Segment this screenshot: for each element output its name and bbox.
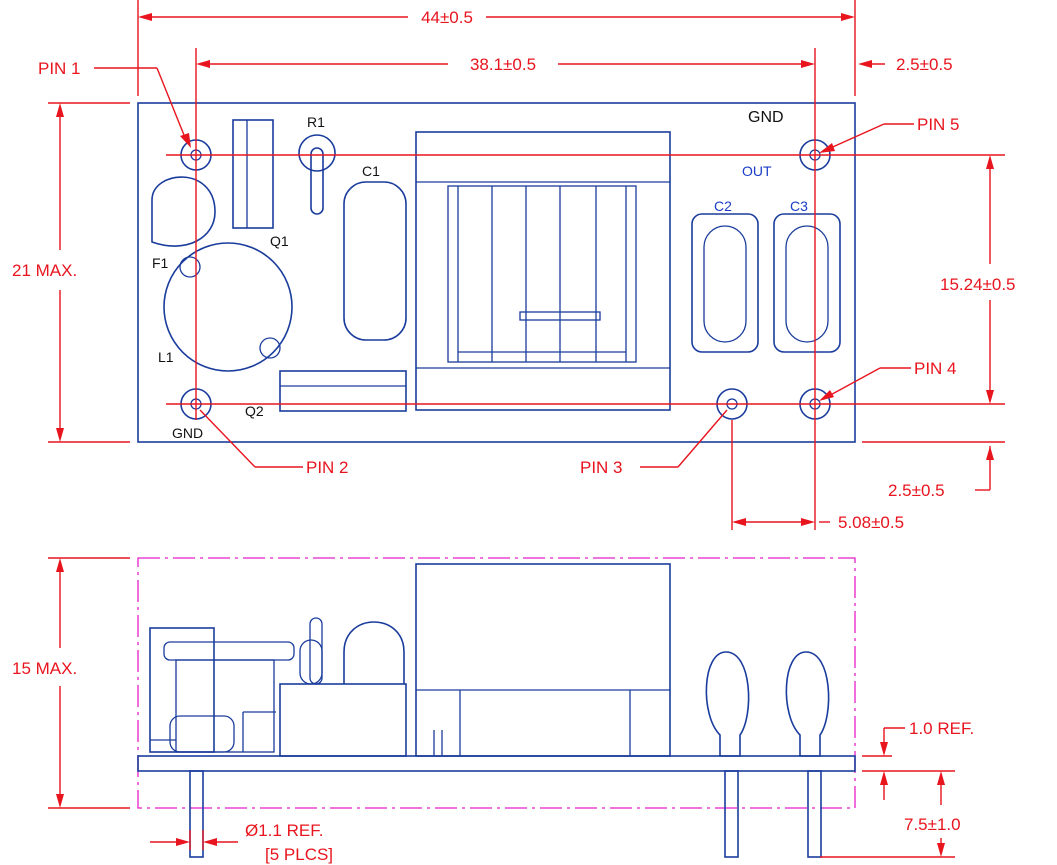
pin-2-label: PIN 2 — [306, 458, 349, 477]
dim-pin-diameter: Ø1.1 REF. — [245, 821, 323, 840]
f1-component — [151, 176, 216, 247]
q1-component — [232, 119, 274, 229]
c2-side — [705, 651, 750, 757]
dim-pin-pitch: 5.08±0.5 — [838, 513, 904, 532]
c3-side — [785, 651, 830, 757]
pin-2-leader: PIN 2 — [199, 409, 349, 477]
top-view: GND GND OUT R1 C1 C2 C3 Q1 Q2 F1 L1 — [137, 48, 1005, 443]
pin-leg-4 — [807, 770, 822, 858]
pin-leg-3 — [724, 770, 739, 858]
dim-pin-count-note: [5 PLCS] — [265, 845, 333, 864]
c1-component — [343, 181, 407, 341]
f1-label: F1 — [152, 255, 169, 271]
pin-leg-2 — [189, 770, 204, 858]
r1-label: R1 — [307, 114, 325, 130]
q2-label: Q2 — [245, 403, 264, 419]
pin-4-leader: PIN 4 — [819, 359, 957, 401]
q2-side — [279, 617, 407, 757]
pin-3-label: PIN 3 — [580, 458, 623, 477]
pin-1-label: PIN 1 — [38, 59, 81, 78]
dim-overall-length: 44±0.5 — [421, 8, 473, 27]
pin-3-leader: PIN 3 — [580, 409, 728, 477]
dim-pin-length: 7.5±1.0 — [904, 815, 961, 834]
transformer-side — [415, 563, 671, 757]
dim-right-edge-offset: 2.5±0.5 — [896, 55, 953, 74]
l1-component — [163, 242, 293, 372]
pcb-side — [137, 755, 856, 772]
l1-side — [149, 627, 295, 753]
gnd-bottom-label: GND — [172, 425, 203, 441]
dim-pin-span: 38.1±0.5 — [470, 55, 536, 74]
pin-1-leader: PIN 1 — [38, 59, 191, 148]
top-dimensions: 44±0.5 38.1±0.5 2.5±0.5 21 MAX. 15.24±0.… — [12, 0, 1016, 532]
transformer-component — [415, 131, 671, 411]
dim-board-thickness: 1.0 REF. — [909, 719, 974, 738]
r1-component — [298, 134, 336, 215]
c3-label: C3 — [790, 198, 808, 214]
out-label: OUT — [742, 163, 772, 179]
dim-bottom-edge-offset: 2.5±0.5 — [888, 481, 945, 500]
l1-label: L1 — [158, 349, 174, 365]
pcb-outline-top — [137, 102, 856, 443]
pin-5-label: PIN 5 — [917, 115, 960, 134]
c3-component — [773, 213, 841, 353]
pin-5-leader: PIN 5 — [819, 115, 960, 153]
q1-label: Q1 — [270, 233, 289, 249]
c2-component — [691, 213, 759, 353]
height-envelope — [137, 557, 856, 809]
dim-max-width: 21 MAX. — [12, 261, 77, 280]
side-dimensions: 15 MAX. 1.0 REF. 7.5±1.0 Ø1.1 REF. [5 PL… — [12, 557, 974, 864]
pin-4-label: PIN 4 — [914, 359, 957, 378]
side-view — [137, 557, 856, 858]
c1-side — [343, 621, 405, 684]
c2-label: C2 — [714, 198, 732, 214]
c1-label: C1 — [362, 163, 380, 179]
dim-pin-row-spacing: 15.24±0.5 — [940, 275, 1016, 294]
gnd-top-label: GND — [748, 109, 784, 126]
dim-max-height: 15 MAX. — [12, 659, 77, 678]
q2-component — [279, 370, 407, 412]
